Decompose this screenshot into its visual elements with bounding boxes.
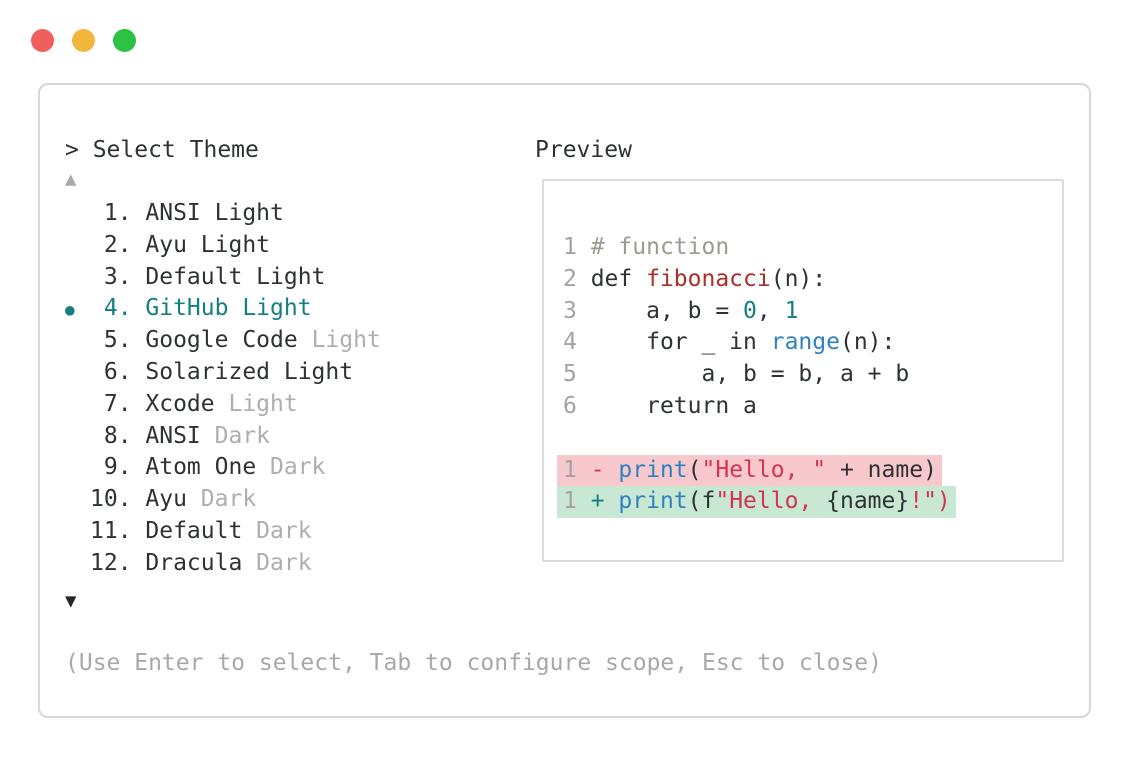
code-token-text: a, b = <box>590 297 744 324</box>
code-token-builtin: print <box>618 488 688 515</box>
code-token-func: fibonacci <box>646 265 771 292</box>
code-token-builtin: print <box>618 456 688 483</box>
code-token-text: def <box>590 265 647 292</box>
code-token-text: ( <box>687 456 702 483</box>
code-line: 3 a, b = 0, 1 <box>563 296 1062 328</box>
theme-item-name: Default <box>145 517 243 544</box>
code-token-text: + name) <box>826 456 937 483</box>
theme-list-item[interactable]: 6. Solarized Light <box>40 357 520 389</box>
theme-item-variant: Dark <box>200 422 271 449</box>
theme-item-number: 11. <box>90 517 146 544</box>
close-window-button[interactable] <box>31 29 54 52</box>
minimize-window-button[interactable] <box>72 29 95 52</box>
theme-item-name: Google Code <box>145 327 298 354</box>
line-number: 4 <box>563 329 591 356</box>
theme-item-number: 10. <box>90 486 146 513</box>
theme-list-item[interactable]: ● 4. GitHub Light <box>40 293 520 325</box>
code-line: 1 # function <box>563 232 1062 264</box>
theme-list-item[interactable]: 10. Ayu Dark <box>40 484 520 516</box>
theme-item-variant: Dark <box>256 454 326 481</box>
code-token-string: "Hello, " <box>701 456 827 483</box>
theme-item-name: ANSI Light <box>145 200 284 226</box>
line-number: 3 <box>563 297 591 324</box>
code-token-text: a, b = b, a + b <box>590 361 910 388</box>
theme-item-variant: Dark <box>242 549 312 576</box>
theme-item-name: ANSI <box>145 422 201 449</box>
code-line: 2 def fibonacci(n): <box>563 264 1062 296</box>
code-token-string: - <box>590 456 619 483</box>
code-token-text: for _ in <box>590 329 771 356</box>
code-token-text: (n): <box>839 329 896 356</box>
line-number: 2 <box>563 265 591 292</box>
theme-list-item[interactable]: 11. Default Dark <box>40 516 520 548</box>
theme-picker-panel: > Select Theme Preview ▲ 1. ANSI Light 2… <box>38 83 1091 718</box>
theme-item-number: 3. <box>90 263 146 290</box>
theme-item-name: Ayu Light <box>145 231 271 258</box>
theme-list-item[interactable]: 2. Ayu Light <box>40 230 520 262</box>
code-token-string: "Hello, <box>715 488 827 515</box>
window-controls <box>31 29 136 52</box>
theme-item-name: Ayu <box>145 486 187 513</box>
theme-item-name: Default Light <box>145 263 326 290</box>
theme-item-number: 8. <box>90 422 146 449</box>
theme-item-variant: Light <box>297 327 381 354</box>
theme-list: 1. ANSI Light 2. Ayu Light 3. Default Li… <box>40 198 520 580</box>
theme-item-name: Dracula <box>145 549 243 576</box>
scroll-down-icon[interactable]: ▼ <box>65 590 77 612</box>
theme-item-number: 5. <box>90 327 146 354</box>
theme-item-variant: Dark <box>242 517 312 544</box>
theme-list-item[interactable]: 3. Default Light <box>40 262 520 294</box>
code-token-number: 1 <box>784 297 799 324</box>
line-number: 1 <box>563 456 591 483</box>
code-token-text: {name} <box>826 488 910 515</box>
code-token-comment: # function <box>590 234 730 260</box>
code-token-text: , <box>756 297 785 324</box>
theme-list-item[interactable]: 8. ANSI Dark <box>40 421 520 453</box>
theme-item-number: 4. <box>90 295 146 322</box>
diff-removed-line: 1 - print("Hello, " + name) <box>557 454 942 487</box>
theme-list-item[interactable]: 1. ANSI Light <box>40 198 520 230</box>
code-token-text: return a <box>590 392 757 419</box>
theme-list-item[interactable]: 12. Dracula Dark <box>40 548 520 580</box>
code-token-builtin: range <box>770 329 840 356</box>
selected-bullet-icon: ● <box>65 300 75 320</box>
theme-item-number: 6. <box>90 358 146 385</box>
code-line: 5 a, b = b, a + b <box>563 359 1062 391</box>
line-number: 1 <box>563 234 591 260</box>
code-token-text: (n): <box>770 265 827 292</box>
code-token-text: (f <box>687 488 716 515</box>
code-token-number: 0 <box>743 297 757 324</box>
theme-item-number: 7. <box>90 390 146 417</box>
scroll-up-icon[interactable]: ▲ <box>65 168 77 190</box>
theme-item-variant: Light <box>214 390 298 417</box>
line-number: 6 <box>563 392 591 419</box>
theme-list-item[interactable]: 7. Xcode Light <box>40 389 520 421</box>
code-line: 6 return a <box>563 391 1062 423</box>
theme-item-number: 2. <box>90 231 146 258</box>
theme-item-name: Xcode <box>145 390 215 417</box>
theme-item-name: Atom One <box>145 454 257 481</box>
theme-item-variant: Dark <box>186 486 257 513</box>
code-line: 4 for _ in range(n): <box>563 327 1062 359</box>
theme-item-number: 9. <box>90 454 146 481</box>
theme-item-name: Solarized Light <box>145 358 354 385</box>
theme-item-name: GitHub Light <box>145 295 312 322</box>
theme-list-item[interactable]: 5. Google Code Light <box>40 325 520 357</box>
preview-title: Preview <box>535 137 632 163</box>
code-token-string: !") <box>909 488 951 515</box>
theme-item-number: 1. <box>90 200 146 226</box>
keyboard-hint: (Use Enter to select, Tab to configure s… <box>65 650 882 676</box>
line-number: 5 <box>563 361 591 388</box>
code-token-number: + <box>590 488 619 515</box>
line-number: 1 <box>563 488 591 515</box>
theme-list-item[interactable]: 9. Atom One Dark <box>40 452 520 484</box>
diff-added-line: 1 + print(f"Hello, {name}!") <box>557 486 956 519</box>
select-theme-title: > Select Theme <box>65 137 259 163</box>
theme-item-number: 12. <box>90 549 146 576</box>
code-line <box>563 423 1062 455</box>
zoom-window-button[interactable] <box>113 29 136 52</box>
